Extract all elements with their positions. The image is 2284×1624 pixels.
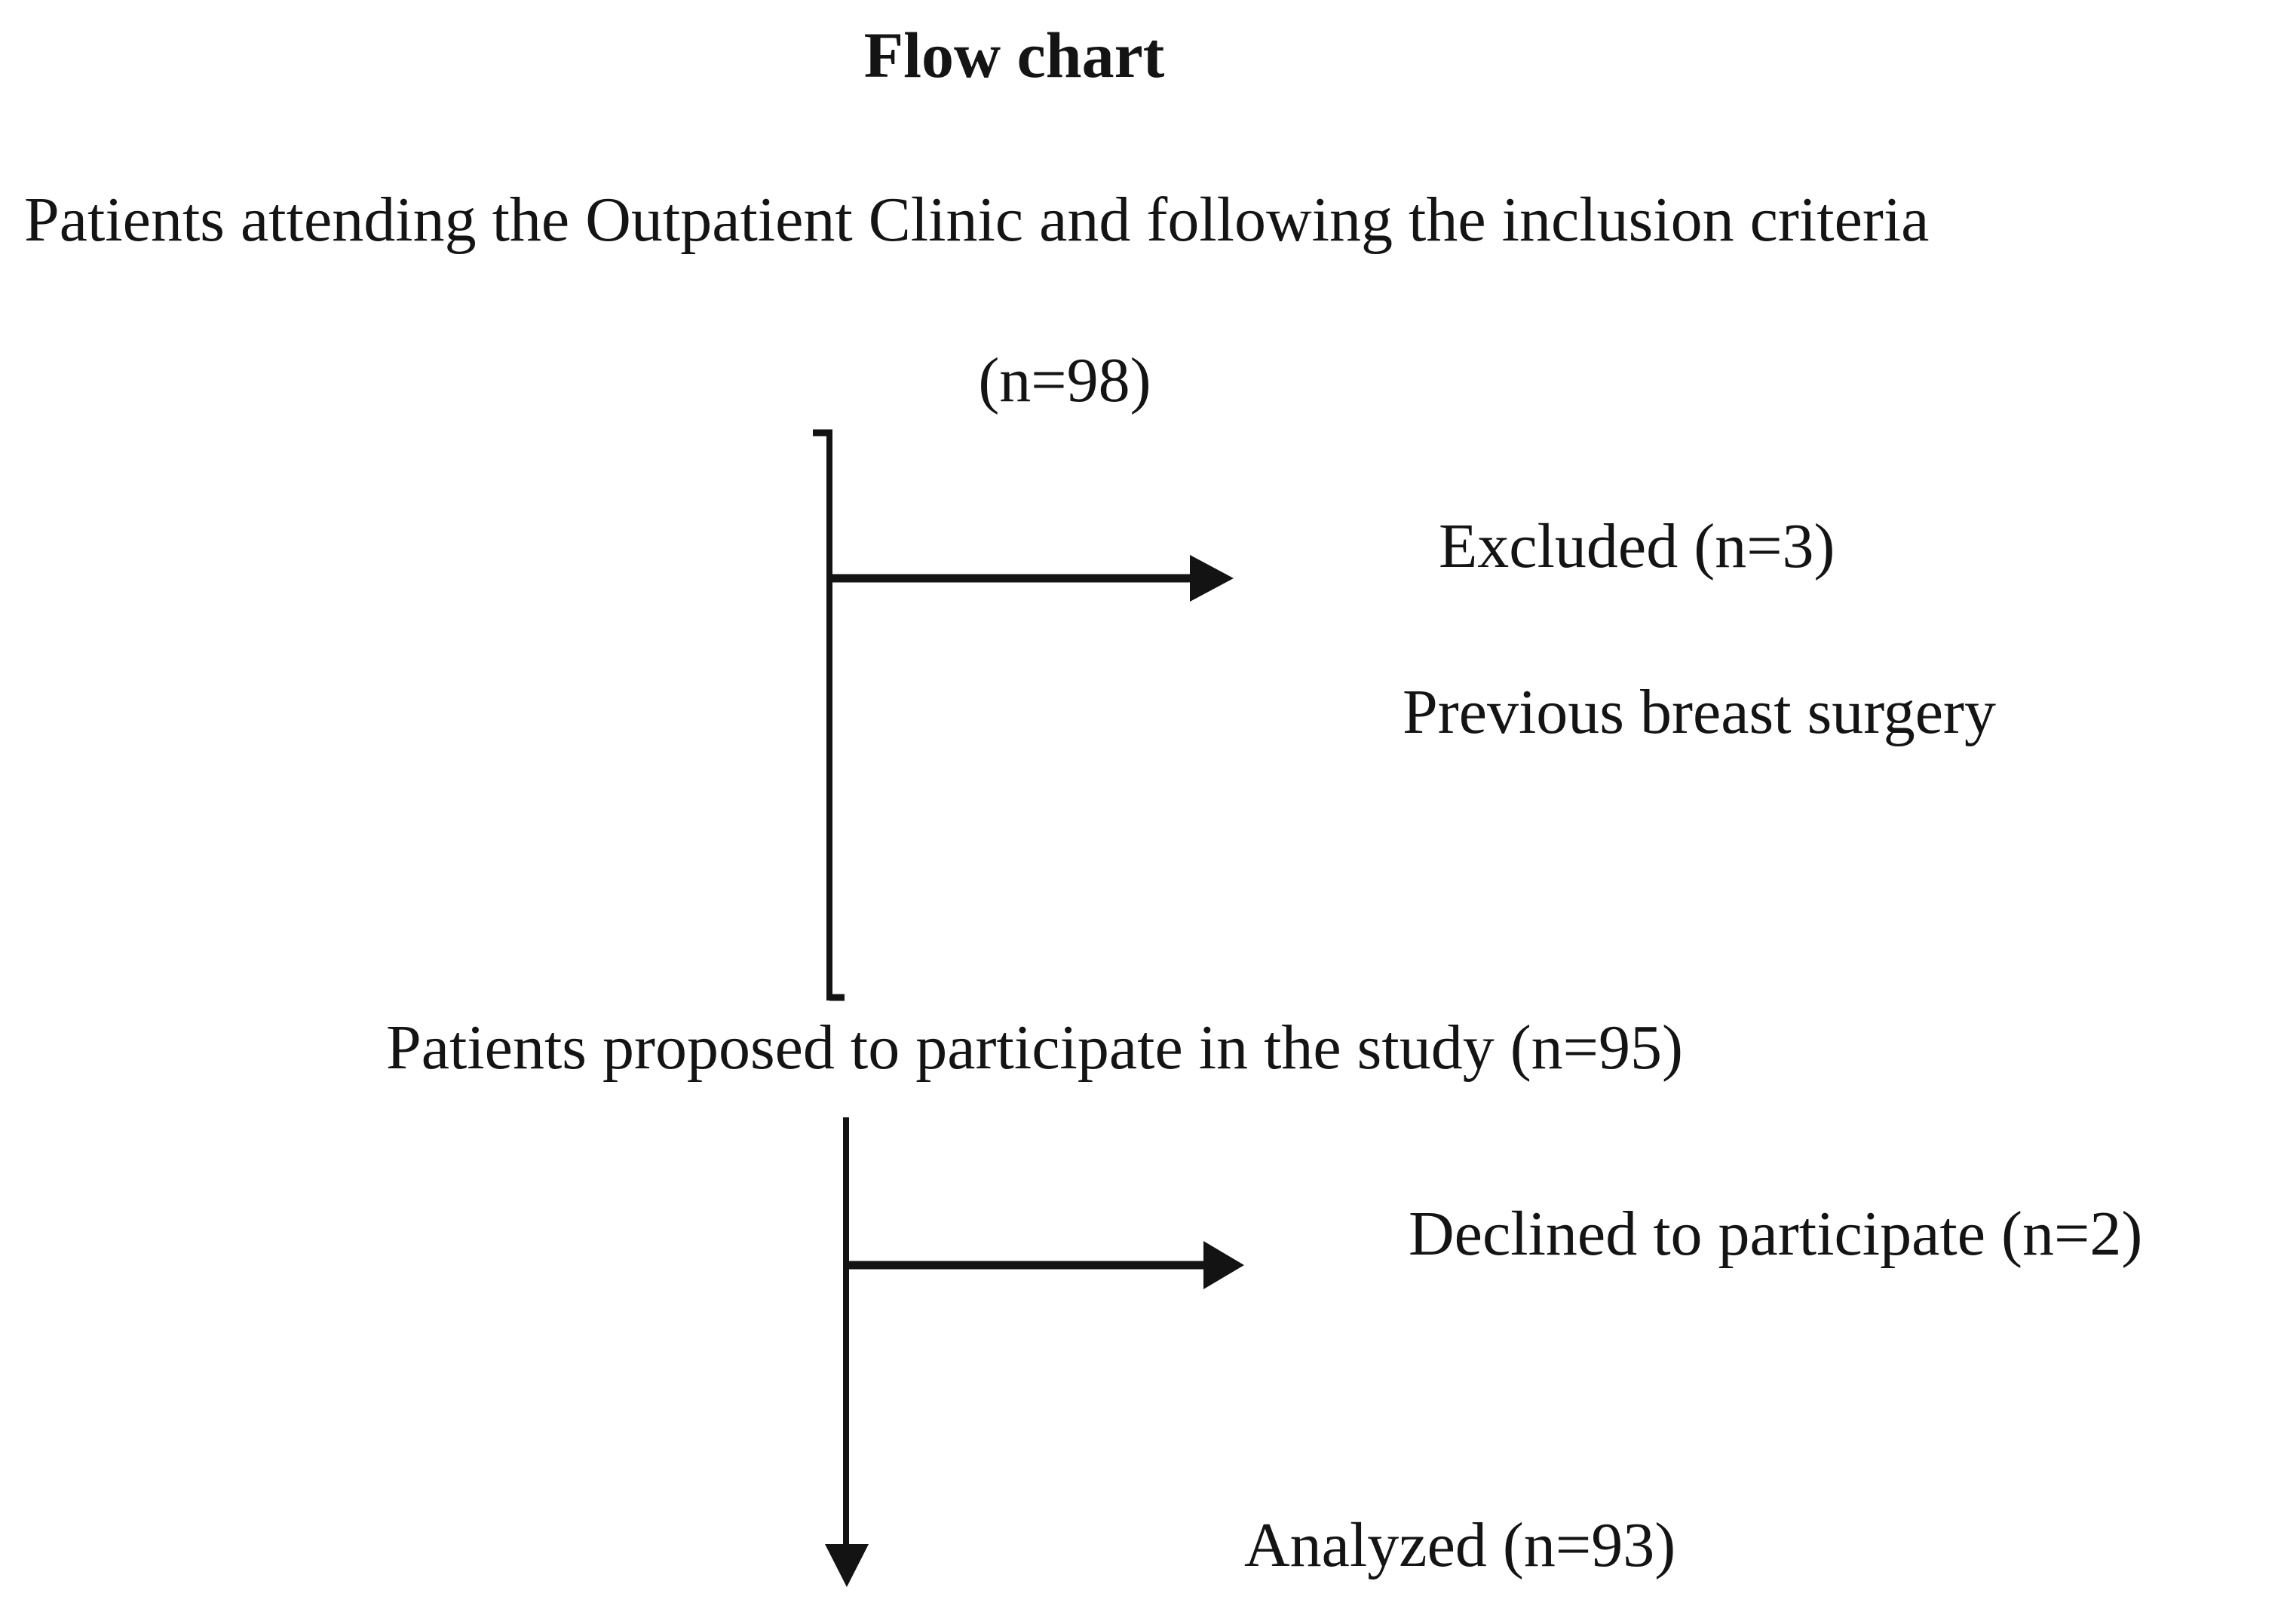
node-analyzed-label: Analyzed (n=93) — [1244, 1510, 1676, 1580]
declined-arrowhead-icon — [1203, 1241, 1244, 1289]
node-source-label: Patients attending the Outpatient Clinic… — [24, 185, 1930, 255]
node-excluded-reason: Previous breast surgery — [1403, 677, 1996, 747]
excluded-arrowhead-icon — [1190, 555, 1234, 602]
node-source-count: (n=98) — [978, 345, 1151, 415]
node-excluded-label: Excluded (n=3) — [1439, 511, 1835, 581]
node-declined-label: Declined to participate (n=2) — [1409, 1199, 2143, 1269]
node-proposed-label: Patients proposed to participate in the … — [386, 1013, 1684, 1083]
down-arrowhead-icon — [825, 1544, 869, 1587]
figure-title: Flow chart — [863, 19, 1165, 91]
